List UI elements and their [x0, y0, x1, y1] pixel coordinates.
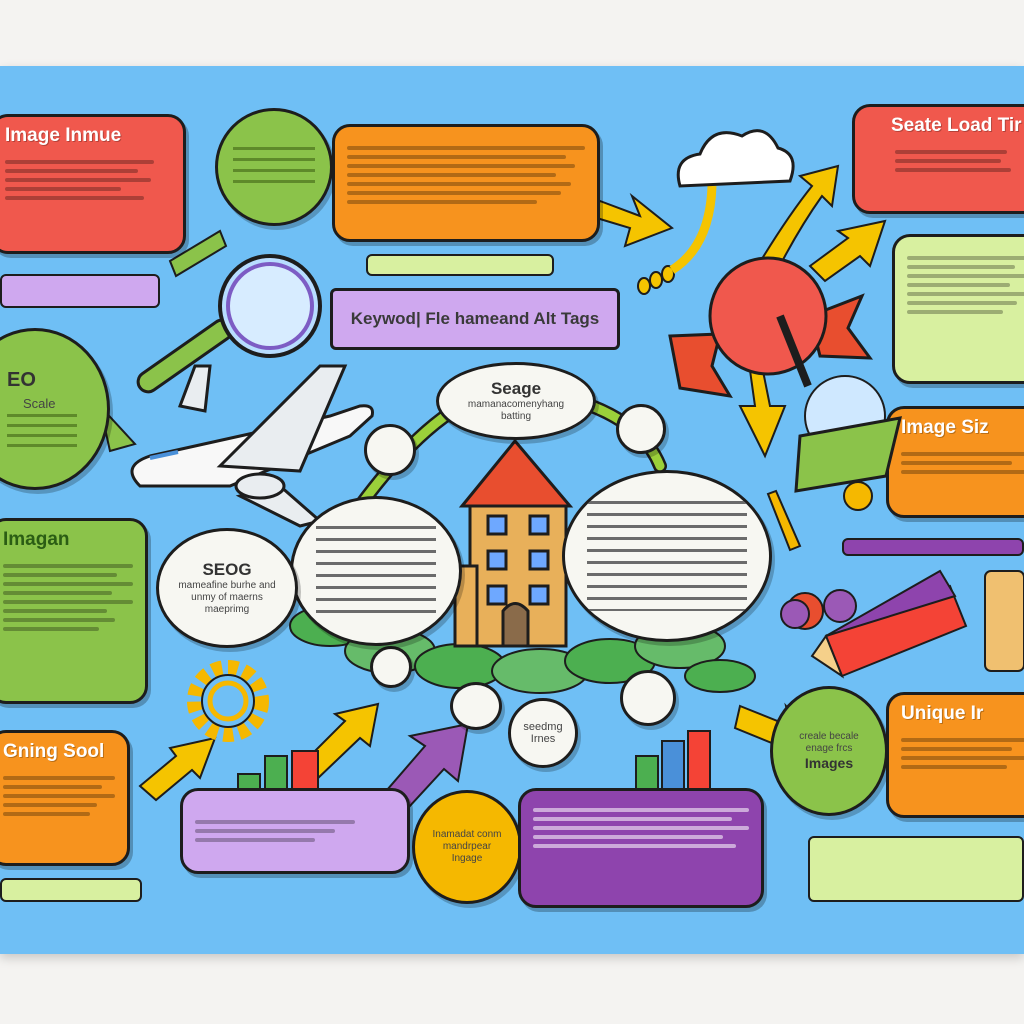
panel-purple-center — [518, 788, 764, 908]
bubble-title: Inamadat conm mandrpear Ingage — [432, 829, 502, 864]
panel-title: Gning Sool — [3, 741, 105, 762]
spring-icon — [637, 185, 717, 295]
strip-green-top — [366, 254, 554, 276]
bubble-seog: SEOG mameafine burhe and unmy of maerns … — [156, 528, 298, 648]
bubble-text-right — [562, 470, 772, 642]
bubble-text-left — [290, 496, 462, 646]
bubble-subtitle: Scale — [23, 395, 56, 411]
bubble-subtitle: mamanacomenyhang batting — [467, 399, 565, 422]
strip-green-bottom-left — [0, 878, 142, 902]
strip-purple-left — [0, 274, 160, 308]
bubble-small — [620, 670, 676, 726]
panel-purple-bottom — [180, 788, 410, 874]
panel-image-size: Image Siz — [886, 406, 1024, 518]
bubble-small — [370, 646, 412, 688]
bubble-seage: Seage mamanacomenyhang batting — [436, 362, 596, 440]
bubble-subtitle: creale becale enage frcs — [799, 731, 859, 754]
bubble-title: Seage — [490, 379, 542, 398]
airplane-icon — [130, 364, 374, 528]
bubble-title: SEOG — [202, 560, 252, 579]
panel-image-inmue: Image Inmue — [0, 114, 186, 254]
bubble-small — [616, 404, 666, 454]
infographic-board: Image Inmue Keywod| Fle hameand Alt Tags… — [0, 66, 1024, 954]
keyword-strip: Keywod| Fle hameand Alt Tags — [330, 288, 620, 350]
panel-gning-sool: Gning Sool — [0, 730, 130, 866]
keyword-strip-title: Keywod| Fle hameand Alt Tags — [350, 309, 600, 328]
gear-icon — [187, 660, 269, 742]
bubble-small — [364, 424, 416, 476]
house-icon — [453, 438, 574, 648]
panel-orange-top — [332, 124, 600, 242]
bubble-title: Images — [804, 755, 854, 771]
magnifier-icon — [136, 254, 322, 394]
bubble-title: EO — [7, 368, 36, 391]
panel-title: Seate Load Tir — [891, 115, 1022, 136]
flag-layer — [794, 416, 902, 493]
panel-title: Unique Ir — [901, 703, 984, 724]
panel-title: Imagan — [3, 529, 70, 550]
badge-icon — [668, 256, 874, 398]
panel-imagan: Imagan — [0, 518, 148, 704]
panel-unique: Unique Ir — [886, 692, 1024, 818]
bubble-subtitle: mameafine burhe and unmy of maerns maepr… — [178, 580, 276, 615]
cloud-icon — [676, 129, 795, 188]
panel-title: Image Siz — [901, 417, 989, 438]
strip-purple-right — [842, 538, 1024, 556]
bubble-small — [450, 682, 502, 730]
bubble-seeding: seedmg Irnes — [508, 698, 578, 768]
strip-green-bottom-right — [808, 836, 1024, 902]
panel-green-right — [892, 234, 1024, 384]
panel-scate-load: Seate Load Tir — [852, 104, 1024, 214]
bubble-green-top — [215, 108, 333, 226]
panel-title: Image Inmue — [5, 125, 122, 146]
bubble-title: seedmg Irnes — [523, 721, 563, 745]
